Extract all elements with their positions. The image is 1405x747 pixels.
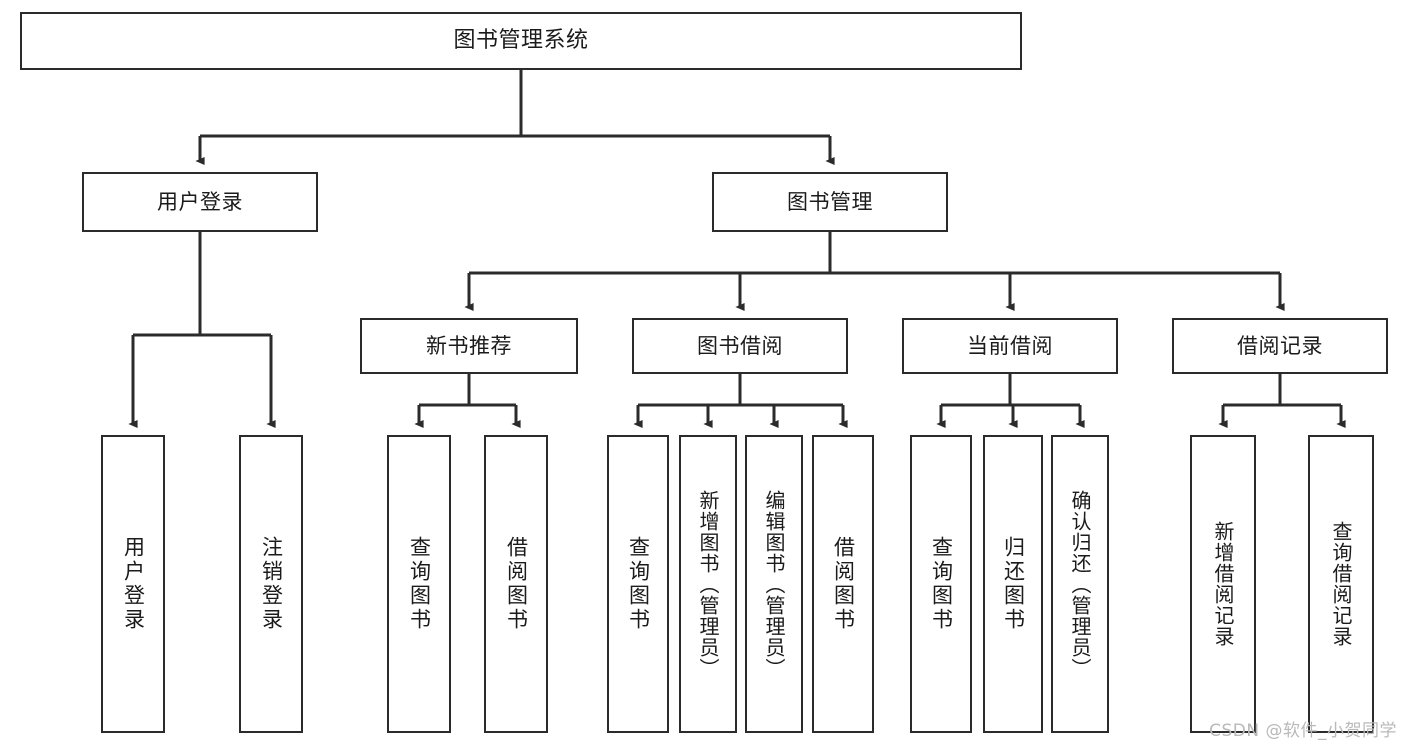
node-label-root: 图书管理系统 <box>453 28 589 54</box>
node-leaf-add-record[interactable]: 新增借阅记录 <box>1190 435 1256 733</box>
node-root[interactable]: 图书管理系统 <box>20 12 1022 70</box>
node-label-user-login: 用户登录 <box>157 189 243 214</box>
node-label-leaf-add-record: 新增借阅记录 <box>1211 521 1235 647</box>
node-book-borrow[interactable]: 图书借阅 <box>632 318 848 374</box>
node-leaf-return-book[interactable]: 归还图书 <box>983 435 1043 733</box>
node-label-leaf-borrow-book-2: 借阅图书 <box>831 536 856 632</box>
watermark-label: CSDN @软件_小贺同学 <box>1209 721 1397 741</box>
node-leaf-confirm-return[interactable]: 确认归还（管理员） <box>1051 435 1109 733</box>
node-current-borrow[interactable]: 当前借阅 <box>902 318 1118 374</box>
node-label-borrow-record: 借阅记录 <box>1237 333 1323 358</box>
node-new-book-rec[interactable]: 新书推荐 <box>360 318 578 374</box>
node-leaf-edit-book[interactable]: 编辑图书（管理员） <box>745 435 803 733</box>
node-leaf-borrow-book-2[interactable]: 借阅图书 <box>812 435 874 733</box>
node-leaf-query-book-2[interactable]: 查询图书 <box>607 435 669 733</box>
node-label-leaf-query-book-1: 查询图书 <box>407 536 432 632</box>
node-label-leaf-query-book-2: 查询图书 <box>626 536 651 632</box>
node-borrow-record[interactable]: 借阅记录 <box>1172 318 1388 374</box>
node-book-manage[interactable]: 图书管理 <box>712 172 948 232</box>
node-label-leaf-user-login: 用户登录 <box>121 536 146 632</box>
node-label-leaf-return-book: 归还图书 <box>1001 536 1026 632</box>
node-user-login[interactable]: 用户登录 <box>82 172 318 232</box>
node-label-leaf-query-book-3: 查询图书 <box>929 536 954 632</box>
node-label-leaf-confirm-return: 确认归还（管理员） <box>1068 489 1092 679</box>
node-label-book-borrow: 图书借阅 <box>697 333 783 358</box>
node-leaf-add-book[interactable]: 新增图书（管理员） <box>679 435 737 733</box>
node-leaf-user-logout[interactable]: 注销登录 <box>239 435 303 733</box>
node-leaf-query-book-3[interactable]: 查询图书 <box>910 435 972 733</box>
node-label-current-borrow: 当前借阅 <box>967 333 1053 358</box>
node-label-leaf-borrow-book-1: 借阅图书 <box>504 536 529 632</box>
node-label-leaf-query-record: 查询借阅记录 <box>1329 521 1353 647</box>
node-label-leaf-edit-book: 编辑图书（管理员） <box>762 489 786 679</box>
node-label-leaf-add-book: 新增图书（管理员） <box>696 489 720 679</box>
node-leaf-user-login[interactable]: 用户登录 <box>101 435 165 733</box>
node-leaf-borrow-book-1[interactable]: 借阅图书 <box>484 435 548 733</box>
node-leaf-query-record[interactable]: 查询借阅记录 <box>1308 435 1374 733</box>
node-label-book-manage: 图书管理 <box>787 189 873 214</box>
node-leaf-query-book-1[interactable]: 查询图书 <box>387 435 451 733</box>
node-label-new-book-rec: 新书推荐 <box>426 333 512 358</box>
node-label-leaf-user-logout: 注销登录 <box>259 536 284 632</box>
